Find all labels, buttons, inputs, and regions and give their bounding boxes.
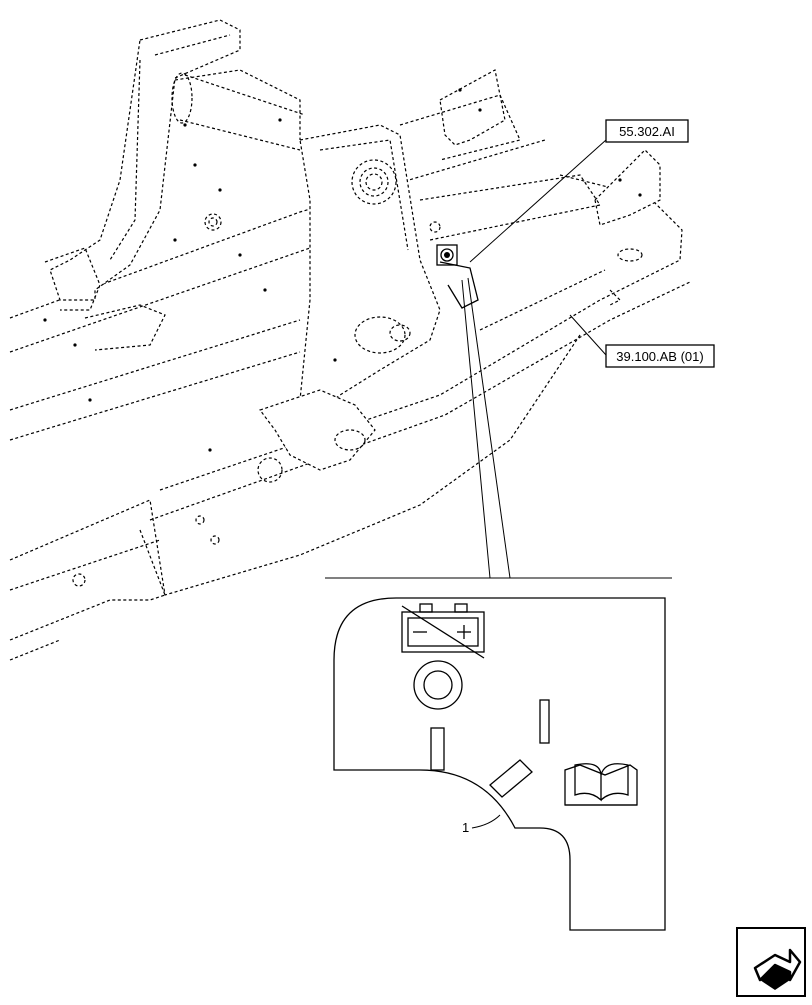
book-icon — [564, 763, 638, 806]
callout-box-55302[interactable]: 55.302.AI — [605, 119, 689, 143]
callout-leader-lines — [325, 139, 672, 579]
battery-isolator-switch — [436, 244, 479, 309]
next-page-arrow-icon[interactable] — [736, 927, 806, 997]
battery-disconnect-icon — [401, 603, 485, 659]
item-number: 1 — [462, 820, 469, 835]
switch-knob — [413, 660, 463, 710]
callout-label-55302: 55.302.AI — [619, 124, 675, 139]
chassis-frame — [9, 19, 691, 661]
callout-label-39100: 39.100.AB (01) — [616, 349, 703, 364]
detail-view-panel: 1 — [333, 597, 666, 931]
callout-box-39100[interactable]: 39.100.AB (01) — [605, 344, 715, 368]
